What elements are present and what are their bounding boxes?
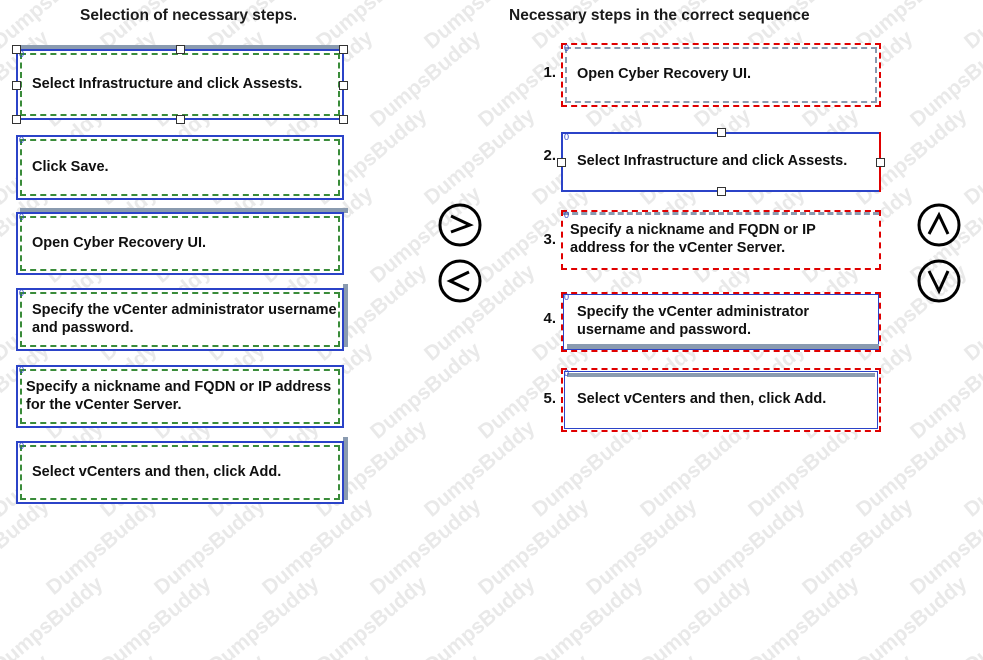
step-number-4: 4. bbox=[543, 310, 556, 327]
chevron-up-icon bbox=[917, 203, 961, 247]
watermark-text: DumpsBuddy bbox=[744, 572, 864, 660]
box-shadow-top bbox=[20, 208, 348, 213]
chevron-right-icon bbox=[438, 203, 482, 247]
anchor-glyph: 0 bbox=[564, 368, 570, 378]
right-step-label-2: Select Infrastructure and click Assests. bbox=[577, 153, 848, 170]
anchor-glyph: 0 bbox=[564, 132, 570, 142]
right-step-box-2[interactable]: 0 Select Infrastructure and click Assest… bbox=[557, 128, 885, 196]
watermark-text: DumpsBuddy bbox=[0, 572, 108, 660]
right-step-label-5: Select vCenters and then, click Add. bbox=[577, 391, 827, 408]
left-step-box-3[interactable]: 0 Open Cyber Recovery UI. bbox=[16, 208, 348, 275]
step-number-5: 5. bbox=[543, 390, 556, 407]
box-shadow-bottom bbox=[567, 344, 879, 349]
watermark-text: DumpsBuddy bbox=[528, 572, 648, 660]
step-number-3: 3. bbox=[543, 231, 556, 248]
watermark-text: DumpsBuddy bbox=[96, 572, 216, 660]
left-step-box-1[interactable]: 0 Select Infrastructure and click Assest… bbox=[12, 45, 348, 124]
watermark-text: DumpsBuddy bbox=[474, 650, 594, 660]
watermark-text: DumpsBuddy bbox=[960, 572, 983, 660]
watermark-text: DumpsBuddy bbox=[0, 650, 54, 660]
move-left-button[interactable] bbox=[437, 258, 483, 304]
selection-handle-middle-left[interactable] bbox=[12, 80, 21, 90]
anchor-glyph: 0 bbox=[19, 135, 25, 145]
left-step-label-4: Specify the vCenter administrator userna… bbox=[32, 301, 337, 336]
selection-handle-bottom-right[interactable] bbox=[339, 115, 348, 124]
right-step-label-3: Specify a nickname and FQDN or IP addres… bbox=[570, 222, 816, 256]
selection-handle-middle-left[interactable] bbox=[557, 158, 566, 167]
right-step-box-4[interactable]: 0 Specify the vCenter administrator user… bbox=[561, 292, 881, 352]
left-step-label-3: Open Cyber Recovery UI. bbox=[32, 234, 207, 251]
left-step-label-6: Select vCenters and then, click Add. bbox=[32, 463, 282, 480]
right-panel-title: Necessary steps in the correct sequence bbox=[509, 7, 810, 24]
left-step-label-1: Select Infrastructure and click Assests. bbox=[32, 75, 303, 92]
box-shadow-right bbox=[343, 284, 348, 347]
anchor-glyph: 0 bbox=[19, 441, 25, 451]
selection-handle-bottom-middle[interactable] bbox=[176, 115, 185, 124]
box-shadow-right bbox=[343, 437, 348, 500]
right-step-box-5[interactable]: 0 Select vCenters and then, click Add. bbox=[561, 368, 881, 432]
selection-handle-top-middle[interactable] bbox=[176, 45, 185, 54]
move-right-button[interactable] bbox=[437, 202, 483, 248]
watermark-text: DumpsBuddy bbox=[366, 650, 486, 660]
right-step-label-4: Specify the vCenter administrator userna… bbox=[577, 304, 810, 338]
watermark-text: DumpsBuddy bbox=[852, 572, 972, 660]
move-up-button[interactable] bbox=[916, 202, 962, 248]
watermark-text: DumpsBuddy bbox=[150, 650, 270, 660]
anchor-glyph: 0 bbox=[564, 43, 570, 53]
selection-handle-top-left[interactable] bbox=[12, 45, 21, 54]
selection-handle-bottom-middle[interactable] bbox=[717, 187, 726, 196]
selection-handle-middle-right[interactable] bbox=[876, 158, 885, 167]
watermark-text: DumpsBuddy bbox=[42, 650, 162, 660]
left-step-box-2[interactable]: 0 Click Save. bbox=[16, 135, 344, 200]
step-number-2: 2. bbox=[543, 147, 556, 164]
right-step-label-1: Open Cyber Recovery UI. bbox=[577, 66, 752, 83]
anchor-glyph: 0 bbox=[564, 292, 570, 302]
box-shadow-top bbox=[567, 373, 875, 377]
right-step-box-3[interactable]: 0 Specify a nickname and FQDN or IP addr… bbox=[561, 210, 881, 270]
left-panel-title: Selection of necessary steps. bbox=[80, 7, 298, 24]
left-step-box-6[interactable]: 0 Select vCenters and then, click Add. bbox=[16, 437, 348, 504]
chevron-left-icon bbox=[438, 259, 482, 303]
left-step-box-4[interactable]: 0 Specify the vCenter administrator user… bbox=[16, 284, 348, 351]
step-number-1: 1. bbox=[543, 64, 556, 81]
move-down-button[interactable] bbox=[916, 258, 962, 304]
right-step-box-1[interactable]: 0 Open Cyber Recovery UI. bbox=[561, 43, 881, 107]
anchor-glyph: 0 bbox=[19, 212, 25, 222]
left-step-box-5[interactable]: 0 Specify a nickname and FQDN or IP addr… bbox=[16, 365, 344, 428]
watermark-text: DumpsBuddy bbox=[204, 572, 324, 660]
left-step-label-2: Click Save. bbox=[32, 158, 109, 175]
anchor-glyph: 0 bbox=[19, 365, 25, 375]
sequence-panel: Necessary steps in the correct sequence … bbox=[492, 0, 983, 511]
selection-panel: Selection of necessary steps. 0 Select I… bbox=[0, 0, 492, 511]
watermark-text: DumpsBuddy bbox=[582, 650, 702, 660]
anchor-glyph: 0 bbox=[564, 210, 570, 220]
watermark-text: DumpsBuddy bbox=[906, 650, 983, 660]
watermark-text: DumpsBuddy bbox=[258, 650, 378, 660]
anchor-glyph: 0 bbox=[19, 288, 25, 298]
left-step-label-5: Specify a nickname and FQDN or IP addres… bbox=[26, 378, 332, 413]
chevron-down-icon bbox=[917, 259, 961, 303]
selection-handle-top-right[interactable] bbox=[339, 45, 348, 54]
watermark-text: DumpsBuddy bbox=[420, 572, 540, 660]
watermark-text: DumpsBuddy bbox=[690, 650, 810, 660]
watermark-text: DumpsBuddy bbox=[636, 572, 756, 660]
selection-handle-bottom-left[interactable] bbox=[12, 115, 21, 124]
selection-handle-middle-right[interactable] bbox=[339, 80, 348, 90]
watermark-text: DumpsBuddy bbox=[312, 572, 432, 660]
selection-handle-top-middle[interactable] bbox=[717, 128, 726, 137]
watermark-text: DumpsBuddy bbox=[798, 650, 918, 660]
